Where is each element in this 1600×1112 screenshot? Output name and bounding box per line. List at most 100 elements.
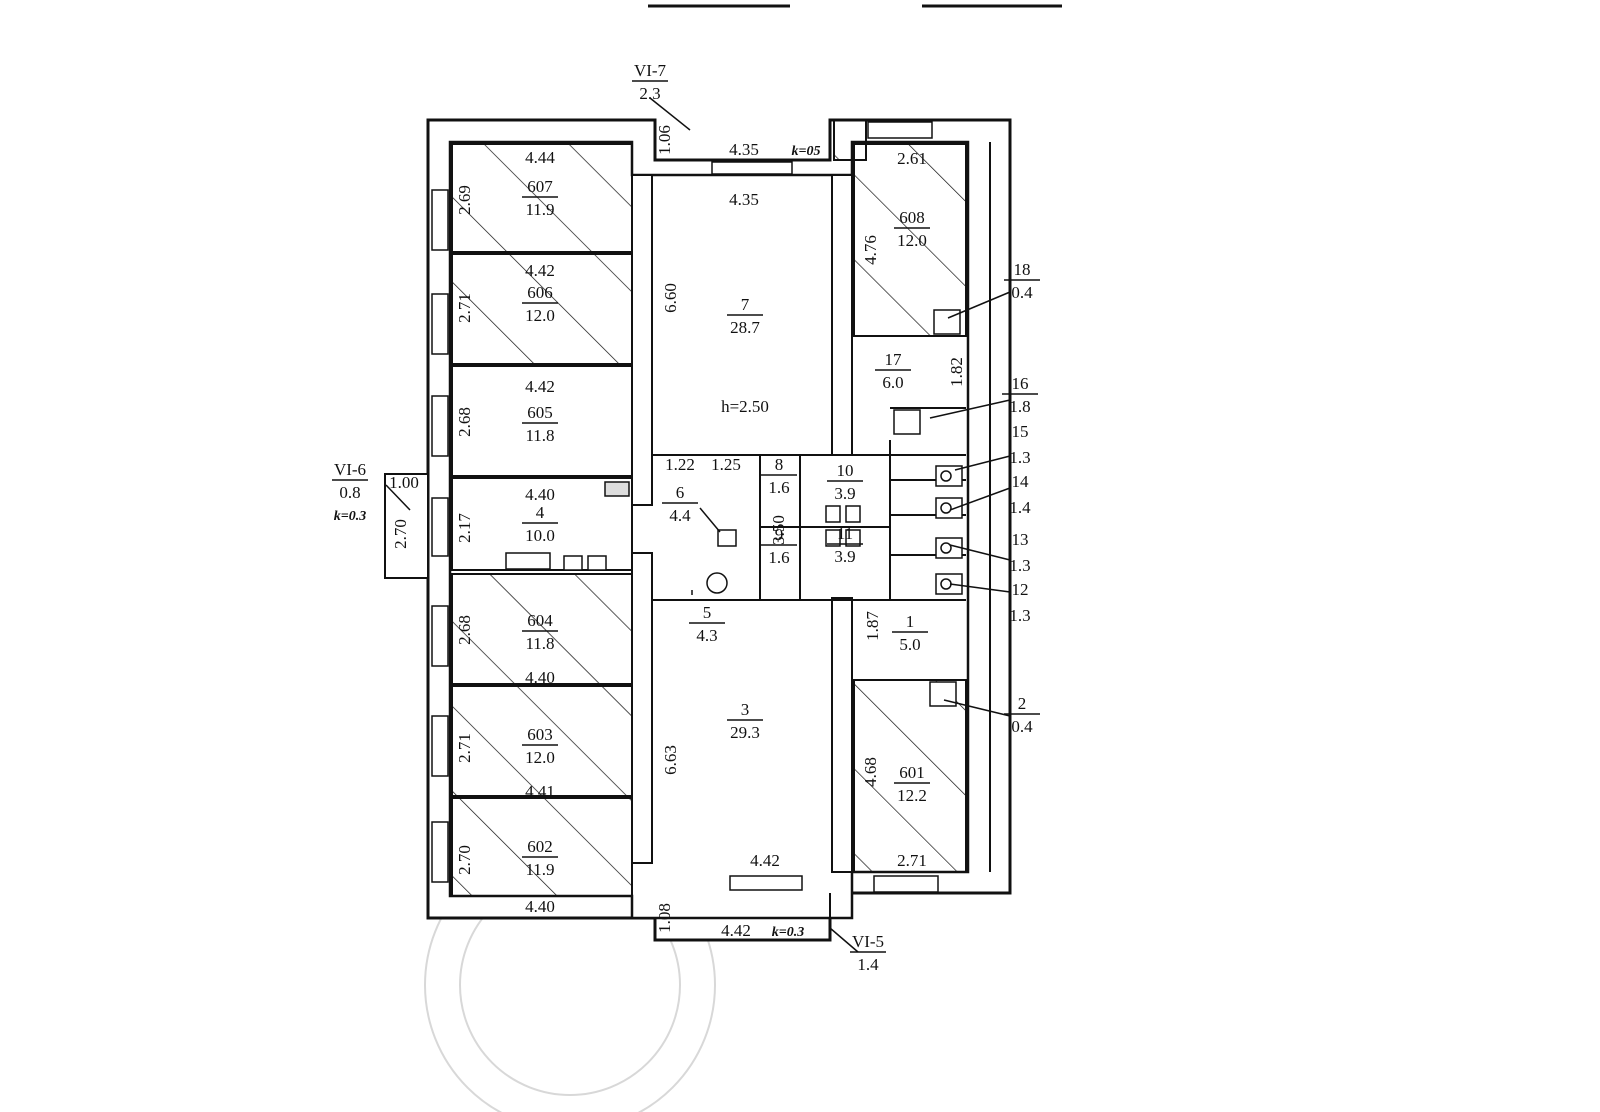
room-6-depth: 3.50 bbox=[769, 515, 788, 545]
room-606-number: 606 bbox=[527, 283, 553, 302]
balcony-VI-6-coefficient: k=0.3 bbox=[334, 509, 366, 524]
toilet-icon-12 bbox=[935, 573, 963, 595]
room-6-number: 6 bbox=[676, 483, 685, 502]
room-604-number: 604 bbox=[527, 611, 553, 630]
balcony-VI-5-number: VI-5 bbox=[852, 932, 884, 951]
room-608-area: 12.0 bbox=[897, 231, 927, 250]
room-605-outline bbox=[451, 365, 633, 477]
balcony-VI-7-coefficient: k=05 bbox=[792, 144, 821, 159]
room-608-number: 608 bbox=[899, 208, 925, 227]
room-3-area: 29.3 bbox=[730, 723, 760, 742]
room-14-area: 1.4 bbox=[1009, 498, 1031, 517]
room-7-depth: 6.60 bbox=[661, 283, 680, 313]
room-605-number: 605 bbox=[527, 403, 553, 422]
room-601-width: 2.71 bbox=[897, 851, 927, 870]
room-9-area: 1.6 bbox=[768, 548, 789, 567]
room-603-depth: 2.71 bbox=[455, 733, 474, 763]
room-17-depth: 1.82 bbox=[947, 357, 966, 387]
room-1-number: 1 bbox=[906, 612, 915, 631]
stove-block bbox=[604, 481, 630, 497]
room-15-number: 15 bbox=[1012, 422, 1029, 441]
windows-west bbox=[431, 189, 449, 883]
balcony-VI-5-width: 4.42 bbox=[721, 921, 751, 940]
toilet-icon-13 bbox=[935, 537, 963, 559]
room-603-width: 4.41 bbox=[525, 782, 555, 801]
room-607-width: 4.44 bbox=[525, 148, 555, 167]
room-605-area: 11.8 bbox=[525, 426, 554, 445]
room-608-width: 2.61 bbox=[897, 149, 927, 168]
room-8-number: 8 bbox=[775, 455, 784, 474]
room-12-number: 12 bbox=[1012, 580, 1029, 599]
room-603-number: 603 bbox=[527, 725, 553, 744]
room-1-area: 5.0 bbox=[899, 635, 920, 654]
balcony-VI-5-coefficient: k=0.3 bbox=[772, 925, 804, 940]
room-14-number: 14 bbox=[1012, 472, 1030, 491]
room-9-number: 9 bbox=[775, 525, 784, 544]
balcony-VI-6-depth: 2.70 bbox=[391, 519, 410, 549]
room-7-number: 7 bbox=[741, 295, 750, 314]
balcony-VI-7-area: 2.3 bbox=[639, 84, 660, 103]
balcony-VI-6-width: 1.00 bbox=[389, 473, 419, 492]
room-602-depth: 2.70 bbox=[455, 845, 474, 875]
room-604-hatch bbox=[451, 573, 633, 685]
balcony-VI-7-number: VI-7 bbox=[634, 61, 667, 80]
room-11-number: 11 bbox=[837, 524, 853, 543]
room-1-depth: 1.87 bbox=[863, 611, 882, 641]
room-16-area: 1.8 bbox=[1009, 397, 1030, 416]
room-603-hatch bbox=[451, 685, 633, 797]
room-4-width: 4.40 bbox=[525, 485, 555, 504]
room-10-number: 10 bbox=[837, 461, 854, 480]
room-604-width: 4.40 bbox=[525, 668, 555, 687]
room-607-depth: 2.69 bbox=[455, 185, 474, 215]
room-601-area: 12.2 bbox=[897, 786, 927, 805]
room-601-number: 601 bbox=[899, 763, 925, 782]
partition-east-upper bbox=[831, 174, 853, 456]
room-607-hatch bbox=[451, 143, 633, 253]
room-17-area: 6.0 bbox=[882, 373, 903, 392]
room-602-hatch bbox=[451, 797, 633, 897]
room-2-number: 2 bbox=[1018, 694, 1027, 713]
room-605-width: 4.42 bbox=[525, 377, 555, 396]
room-12-area: 1.3 bbox=[1009, 606, 1030, 625]
balcony-VI-5-area: 1.4 bbox=[857, 955, 879, 974]
room-607-area: 11.9 bbox=[525, 200, 554, 219]
partition-east-lower bbox=[831, 597, 853, 873]
room-601-hatch bbox=[853, 679, 967, 873]
leader-lines bbox=[385, 97, 1011, 953]
room-606-depth: 2.71 bbox=[455, 293, 474, 323]
shower-icon bbox=[706, 572, 728, 594]
balcony-VI-6-number: VI-6 bbox=[334, 460, 366, 479]
room-604-depth: 2.68 bbox=[455, 615, 474, 645]
room-4-number: 4 bbox=[536, 503, 545, 522]
room-602-area: 11.9 bbox=[525, 860, 554, 879]
sink-icon bbox=[717, 529, 737, 547]
room-7-area: 28.7 bbox=[730, 318, 760, 337]
vent-icon-18 bbox=[933, 309, 961, 335]
room-4-depth: 2.17 bbox=[455, 513, 474, 543]
room-605-depth: 2.68 bbox=[455, 407, 474, 437]
room-5-area: 4.3 bbox=[696, 626, 717, 645]
room-606-hatch bbox=[451, 253, 633, 365]
room-8-area: 1.6 bbox=[768, 478, 789, 497]
room-3-width: 4.42 bbox=[750, 851, 780, 870]
room-604-area: 11.8 bbox=[525, 634, 554, 653]
vent-icon-16 bbox=[893, 409, 921, 435]
chimney-hatch bbox=[833, 119, 867, 161]
room-606-width: 4.42 bbox=[525, 261, 555, 280]
toilet-icon-14 bbox=[935, 497, 963, 519]
balcony-VI-7-depth: 1.06 bbox=[655, 125, 674, 155]
room-6-width-2: 1.25 bbox=[711, 455, 741, 474]
room-5-number: 5 bbox=[703, 603, 712, 622]
toilet-icon-15 bbox=[935, 465, 963, 487]
room-602-width: 4.40 bbox=[525, 897, 555, 916]
room-4-area: 10.0 bbox=[525, 526, 555, 545]
urinal-icon-10 bbox=[825, 505, 861, 523]
room-6-area: 4.4 bbox=[669, 506, 691, 525]
room-603-area: 12.0 bbox=[525, 748, 555, 767]
partition-west-lower bbox=[631, 552, 653, 864]
windows-north-south bbox=[711, 121, 939, 893]
room-11-area: 3.9 bbox=[834, 547, 855, 566]
balcony-VI-6-area: 0.8 bbox=[339, 483, 360, 502]
urinal-icon-11 bbox=[825, 529, 861, 547]
stove-icon bbox=[505, 552, 607, 571]
